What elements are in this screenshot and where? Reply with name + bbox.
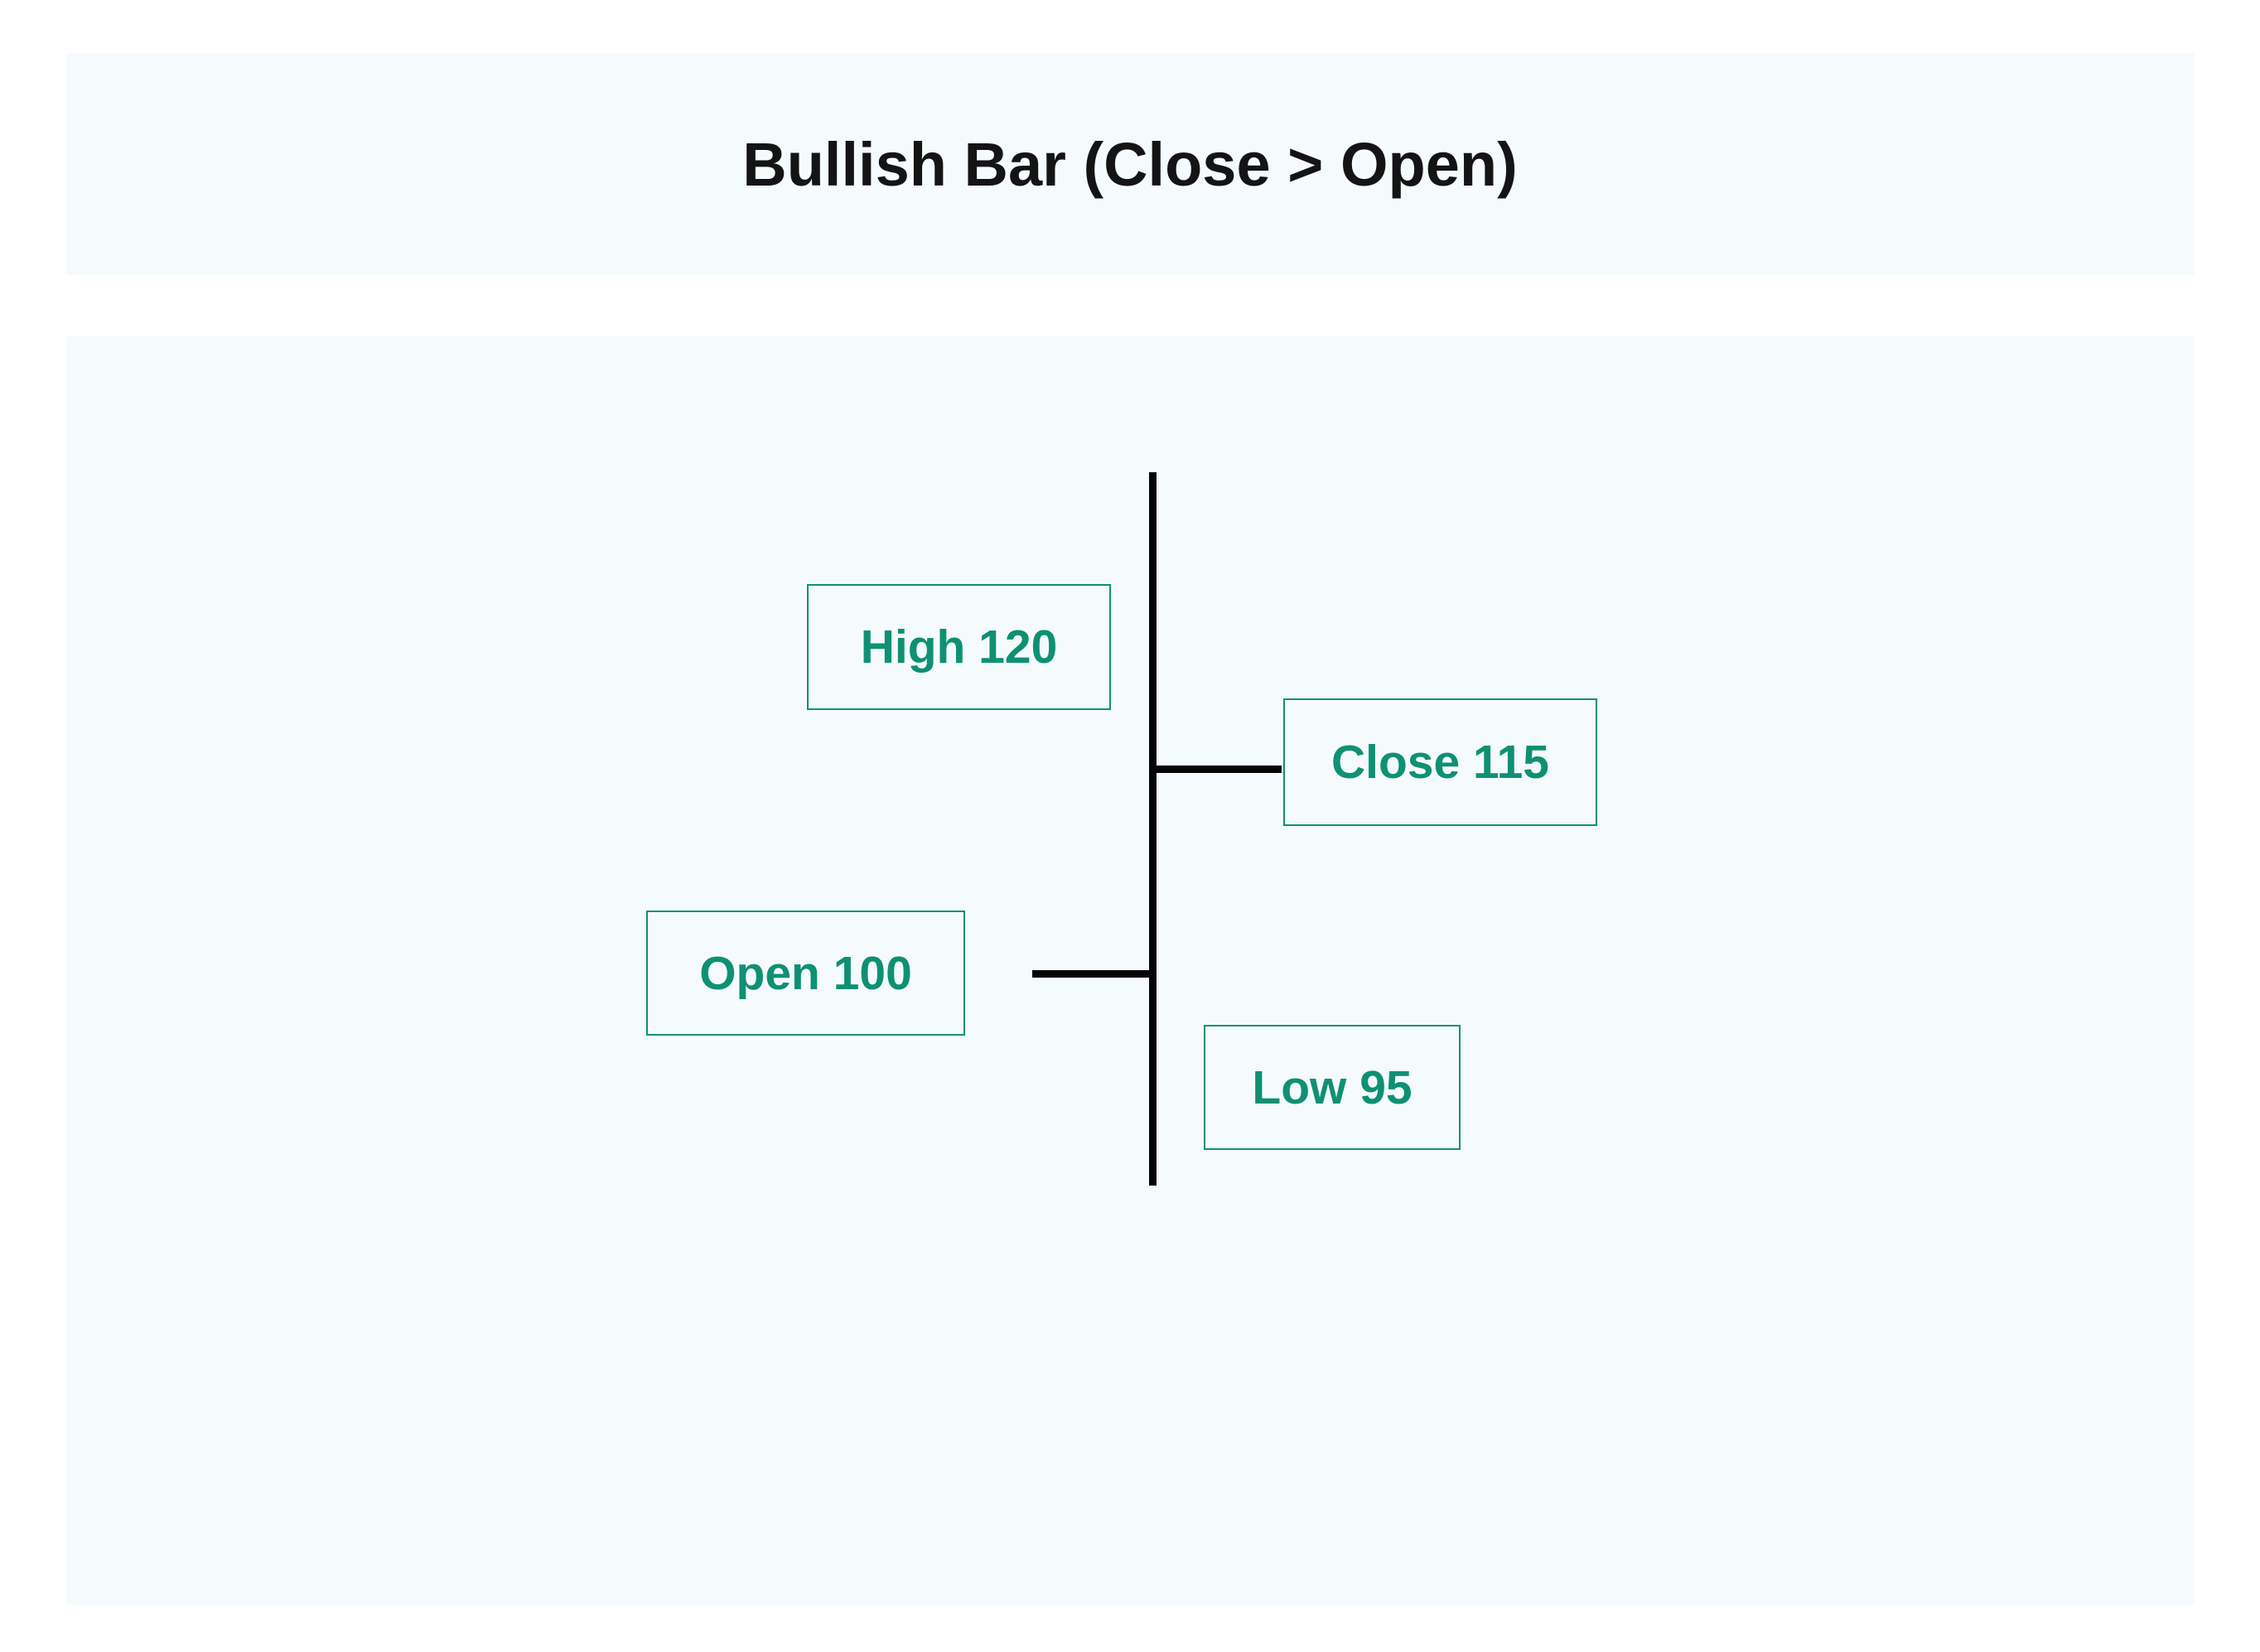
open-label: Open 100 xyxy=(699,946,912,1000)
open-label-box: Open 100 xyxy=(646,911,965,1036)
close-label: Close 115 xyxy=(1330,736,1549,789)
low-label-box: Low 95 xyxy=(1204,1025,1461,1150)
diagram-panel: High 120 Close 115 Open 100 Low 95 xyxy=(66,336,2194,1605)
high-label-box: High 120 xyxy=(807,584,1111,710)
title-band: Bullish Bar (Close > Open) xyxy=(66,53,2194,275)
open-tick-line xyxy=(1032,970,1154,978)
high-label: High 120 xyxy=(860,621,1058,674)
page-title: Bullish Bar (Close > Open) xyxy=(742,129,1518,199)
close-tick-line xyxy=(1152,766,1282,773)
low-label: Low 95 xyxy=(1252,1060,1412,1114)
ohlc-bar-vertical-line xyxy=(1149,472,1157,1186)
close-label-box: Close 115 xyxy=(1283,698,1597,826)
